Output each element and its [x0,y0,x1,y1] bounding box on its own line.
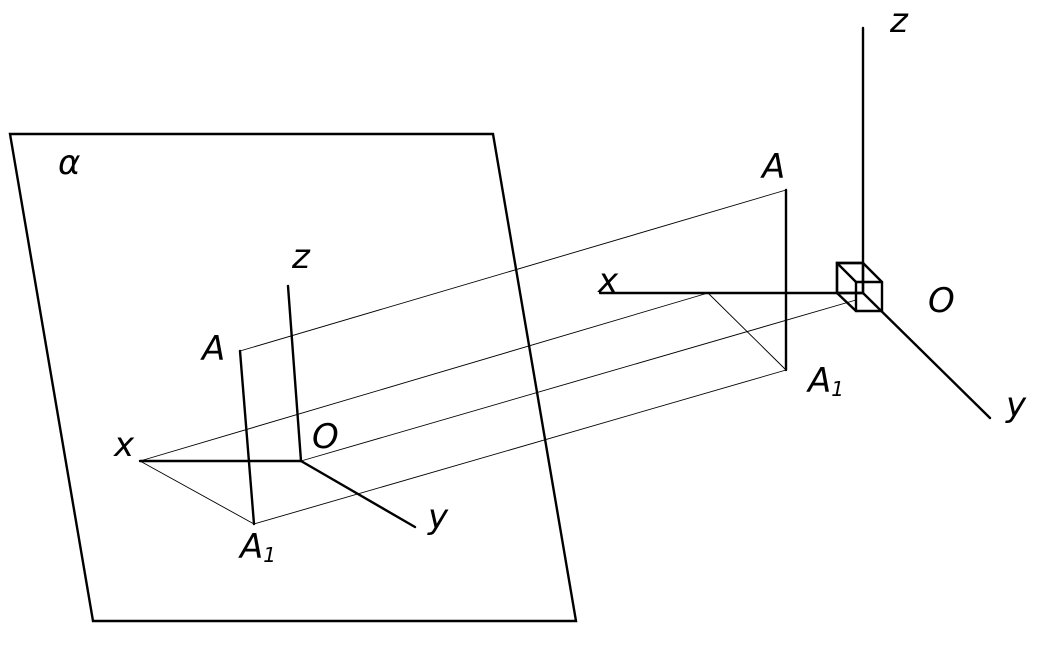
right-a-label: A [760,147,785,187]
right-o-label: O [928,281,955,321]
projection-ray-x [139,292,709,462]
right-angle-cube [835,261,884,313]
left-o-label: O [312,417,339,457]
plane-alpha-label: α [58,143,80,183]
left-a1-main: A [238,527,263,567]
left-z-axis [286,284,303,463]
left-x-label: x [113,425,135,465]
right-z-label: z [889,1,909,41]
right-a1-sub: 1 [831,377,844,401]
projection-ray-a [239,189,787,352]
left-a-a1-segment [238,349,256,526]
projection-ray-a1 [253,369,787,525]
right-a1-main: A [806,361,831,401]
right-y-label: y [1005,385,1027,425]
left-a-label: A [200,329,225,369]
left-y-label: y [427,497,449,537]
plane-alpha [8,132,578,623]
left-a1-sub: 1 [263,543,276,567]
left-a1-label: A1 [238,527,276,567]
right-y-axis [861,291,992,420]
right-a1-label: A1 [806,361,844,401]
left-x-a1-line [139,460,255,525]
left-z-label: z [291,237,311,277]
right-x-label: x [597,261,619,301]
projection-ray-o [300,299,857,462]
